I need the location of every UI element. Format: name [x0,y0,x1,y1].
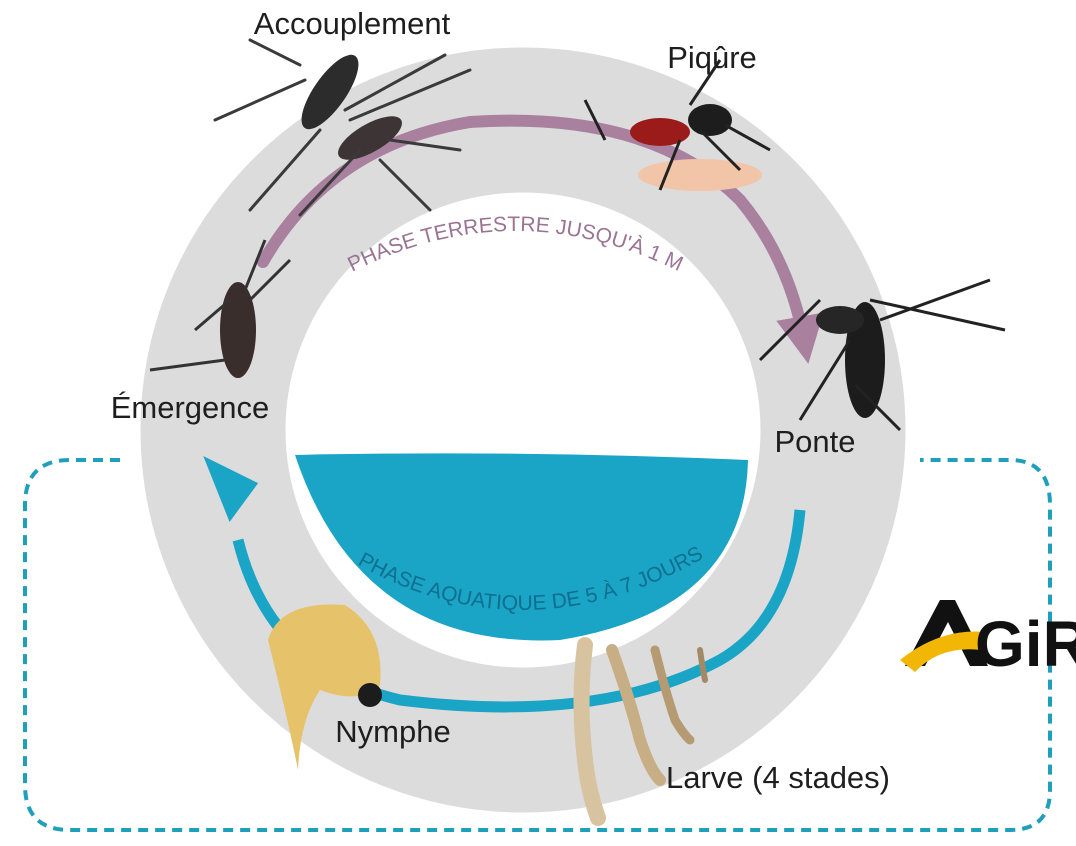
aquatic-water-bowl [295,453,748,641]
emerging-mosquito-icon [149,239,292,378]
stage-label-larve: Larve (4 stades) [666,760,890,795]
logo-wordmark: GiR [975,608,1076,680]
agir-logo: GiR [900,600,1076,680]
stage-label-ponte: Ponte [774,424,855,459]
terrestrial-phase-arrow [257,114,824,364]
stage-label-piqure: Piqûre [667,40,757,75]
stage-label-accouplement: Accouplement [254,6,451,41]
stage-label-nymphe: Nymphe [335,714,450,749]
mating-mosquitoes-icon [213,38,472,217]
larvae-icon [573,637,708,826]
aquatic-arrow-head [203,455,259,522]
biting-mosquito-icon [583,59,771,191]
stage-label-emergence: Émergence [111,390,270,425]
pupa-icon [268,604,382,770]
egg-laying-mosquito-icon [758,278,1006,432]
logo-swoosh [900,631,985,672]
